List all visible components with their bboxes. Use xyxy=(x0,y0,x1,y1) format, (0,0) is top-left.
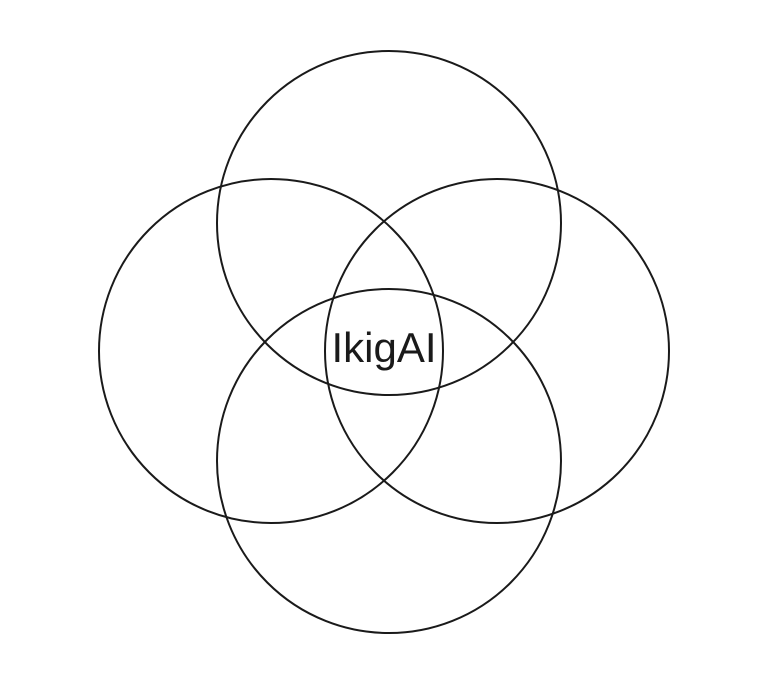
center-label: IkigAI xyxy=(331,324,436,371)
right-circle xyxy=(324,178,670,524)
top-circle xyxy=(216,50,562,396)
left-circle xyxy=(98,178,444,524)
bottom-circle xyxy=(216,288,562,634)
